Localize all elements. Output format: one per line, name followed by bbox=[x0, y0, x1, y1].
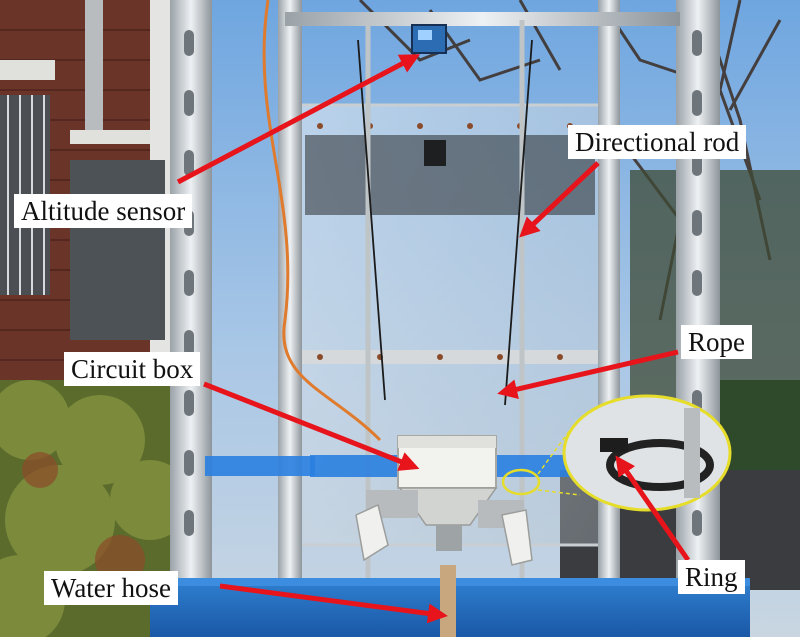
circuit-box-arrow bbox=[203, 381, 420, 471]
circuit-box-label: Circuit box bbox=[64, 352, 201, 386]
directional-rod-label: Directional rod bbox=[568, 125, 747, 159]
ring-arrow bbox=[615, 455, 691, 562]
water-hose-label: Water hose bbox=[44, 571, 179, 605]
rope-arrow bbox=[497, 349, 679, 400]
rope-label: Rope bbox=[681, 325, 752, 359]
altitude-sensor-arrow bbox=[176, 54, 421, 185]
ring-label: Ring bbox=[678, 560, 745, 594]
altitude-sensor-label: Altitude sensor bbox=[14, 194, 193, 228]
water-hose-arrow bbox=[219, 583, 448, 624]
directional-rod-arrow bbox=[519, 161, 600, 238]
